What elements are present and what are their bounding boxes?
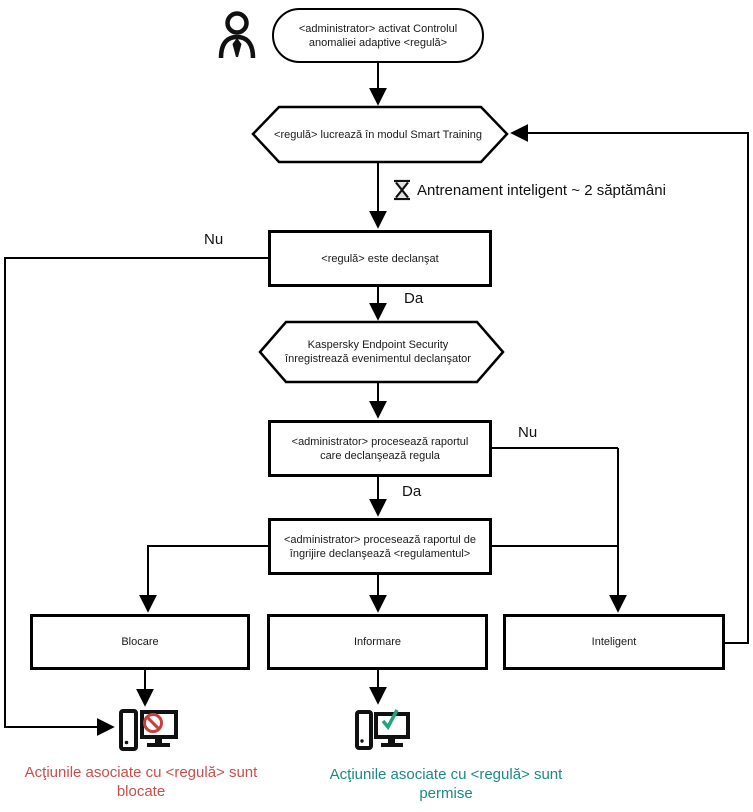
user-icon bbox=[218, 11, 256, 59]
edge-inteligent-feedback bbox=[510, 124, 749, 644]
admin-care-report-box: <administrator> procesează raportul de î… bbox=[268, 518, 492, 575]
edge-label-da-2: Da bbox=[402, 483, 422, 500]
checkmark-icon bbox=[381, 709, 399, 731]
kes-registers-hexagon-shape bbox=[258, 320, 505, 384]
smart-training-hexagon-shape bbox=[251, 105, 509, 164]
allowed-caption: Acţiunile asociate cu <regulă> sunt perm… bbox=[329, 766, 563, 802]
edge-label-da-1: Da bbox=[404, 290, 424, 307]
blocare-box: Blocare bbox=[30, 614, 250, 670]
blocked-caption: Acţiunile asociate cu <regulă> sunt bloc… bbox=[24, 764, 258, 800]
edges bbox=[4, 63, 749, 736]
edge-label-nu-left: Nu bbox=[204, 231, 224, 248]
edge-label-nu-right: Nu bbox=[518, 424, 538, 441]
hourglass-icon bbox=[394, 179, 410, 201]
rule-triggered-box: <regulă> este declanşat bbox=[268, 230, 492, 287]
computer-allowed-icon bbox=[355, 709, 410, 750]
inteligent-box: Inteligent bbox=[503, 614, 725, 670]
start-node: <administrator> activat Controlul anomal… bbox=[272, 8, 484, 63]
kes-registers-node: Kaspersky Endpoint Security înregistreaz… bbox=[285, 339, 471, 365]
computer-blocked-icon bbox=[119, 709, 178, 751]
prohibition-icon bbox=[143, 713, 163, 733]
edge-nu-to-blocked bbox=[4, 257, 268, 736]
admin-report-box: <administrator> procesează raportul care… bbox=[268, 420, 492, 477]
informare-box: Informare bbox=[267, 614, 488, 670]
training-duration-label: Antrenament inteligent ~ 2 săptămâni bbox=[417, 182, 666, 199]
edge-care-to-blocare bbox=[139, 545, 268, 613]
smart-training-node: <regulă> lucrează în modul Smart Trainin… bbox=[274, 128, 482, 141]
